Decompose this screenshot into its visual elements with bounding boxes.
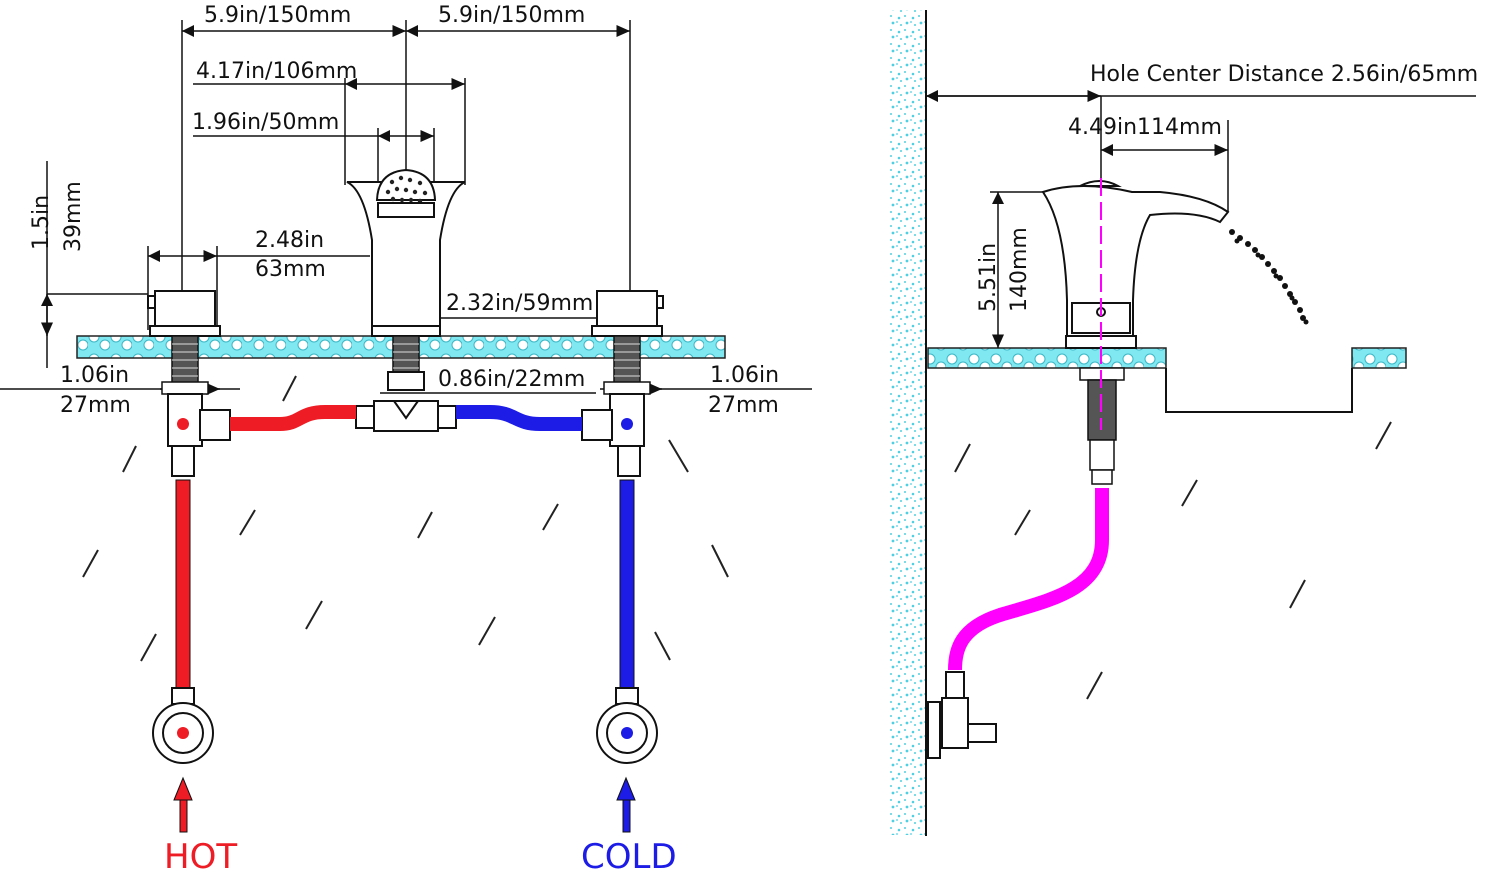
dim-left-spread: 5.9in/150mm <box>204 3 351 28</box>
wall <box>888 10 926 835</box>
spout <box>346 168 466 337</box>
dim-height-in: 5.51in <box>976 243 1001 312</box>
side-supply-hose <box>948 488 1109 671</box>
dim-handle-to-spout-mm: 63mm <box>255 257 326 282</box>
dim-spout-base-width: 2.32in/59mm <box>446 291 593 316</box>
dim-spout-top-width: 4.17in/106mm <box>196 59 357 84</box>
dim-spout-reach: 4.49in114mm <box>1068 115 1222 140</box>
dim-handle-height-in: 1.5in <box>29 195 54 250</box>
hot-crossover-tube <box>230 405 356 431</box>
dim-right-shank-mm: 27mm <box>708 393 779 418</box>
cold-supply-line <box>619 479 635 691</box>
cold-handle <box>591 290 664 337</box>
side-faucet <box>1041 180 1230 349</box>
cold-crossover-tube <box>456 405 582 431</box>
dim-aerator-width: 1.96in/50mm <box>192 110 339 135</box>
hot-shutoff-valve <box>152 687 214 764</box>
side-hatch-marks <box>954 421 1392 700</box>
dim-right-shank-in: 1.06in <box>710 363 779 388</box>
dim-handle-height-mm: 39mm <box>61 181 86 252</box>
dim-right-spread: 5.9in/150mm <box>438 3 585 28</box>
side-dimension-lines <box>926 90 1476 348</box>
side-countertop-right <box>1351 347 1407 369</box>
valve-bodies <box>167 371 645 477</box>
dim-hole-center: Hole Center Distance 2.56in/65mm <box>1090 62 1478 87</box>
hatch-marks <box>82 375 729 662</box>
dim-tee-width: 0.86in/22mm <box>438 367 585 392</box>
shanks <box>161 335 651 395</box>
water-stream <box>1229 229 1309 325</box>
front-view: 5.9in/150mm 5.9in/150mm 4.17in/106mm 1.9… <box>0 3 812 877</box>
hot-supply-line <box>175 479 191 691</box>
dim-left-shank-in: 1.06in <box>60 363 129 388</box>
side-shutoff-valve <box>927 671 997 759</box>
cold-label: COLD <box>581 837 677 873</box>
dim-height-mm: 140mm <box>1007 227 1032 312</box>
hot-handle <box>147 290 221 337</box>
side-view: Hole Center Distance 2.56in/65mm 4.49in1… <box>888 10 1478 836</box>
basin <box>1165 368 1353 413</box>
hot-arrow-icon <box>173 776 193 833</box>
side-countertop-left <box>927 347 1167 369</box>
dim-left-shank-mm: 27mm <box>60 393 131 418</box>
hot-label: HOT <box>164 837 237 873</box>
cold-shutoff-valve <box>596 687 658 764</box>
dim-handle-to-spout-in: 2.48in <box>255 228 324 253</box>
cold-arrow-icon <box>616 776 636 833</box>
